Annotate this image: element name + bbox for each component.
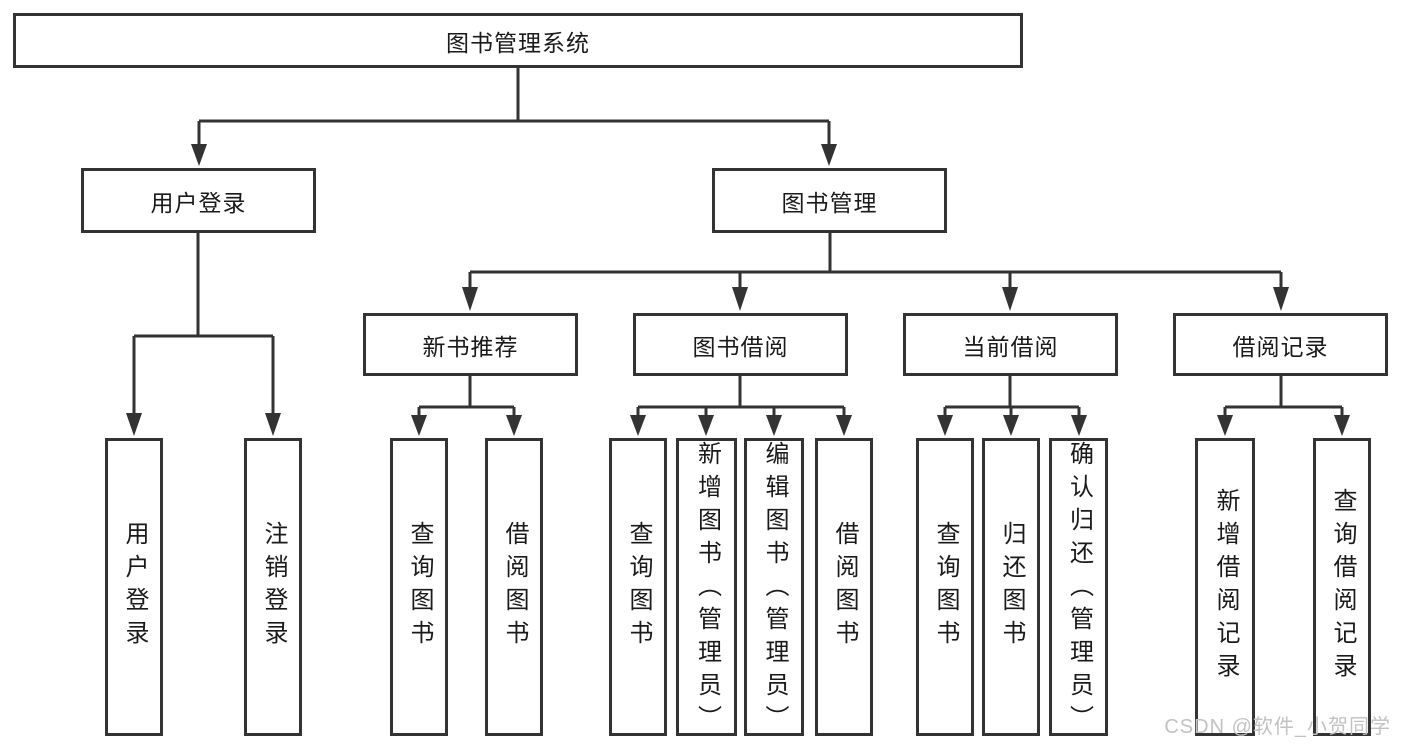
node-user-login-module: 用户登录 — [81, 168, 316, 233]
leaf-confirm-return-admin: 确认归还（管理员） — [1049, 438, 1108, 738]
leaf-query-books-borrowing: 查询图书 — [609, 438, 667, 736]
leaf-borrow-books-recommend: 借阅图书 — [485, 438, 543, 736]
leaf-user-login: 用户登录 — [105, 438, 163, 736]
node-root-system: 图书管理系统 — [13, 13, 1023, 68]
csdn-watermark: CSDN @软件_小贺同学 — [1164, 716, 1391, 738]
node-book-management-module: 图书管理 — [712, 168, 947, 233]
node-borrowing-records: 借阅记录 — [1173, 313, 1388, 376]
leaf-query-books-current: 查询图书 — [916, 438, 974, 736]
node-current-borrowing: 当前借阅 — [903, 313, 1118, 376]
leaf-query-borrow-record: 查询借阅记录 — [1313, 438, 1371, 736]
leaf-add-borrow-record: 新增借阅记录 — [1195, 438, 1255, 736]
leaf-add-book-admin: 新增图书（管理员） — [676, 438, 737, 738]
leaf-borrow-books-borrowing: 借阅图书 — [815, 438, 873, 736]
leaf-logout: 注销登录 — [244, 438, 302, 736]
leaf-edit-book-admin: 编辑图书（管理员） — [744, 438, 804, 738]
leaf-query-books-recommend: 查询图书 — [390, 438, 448, 736]
leaf-return-book: 归还图书 — [982, 438, 1040, 736]
node-book-borrowing: 图书借阅 — [633, 313, 848, 376]
node-new-book-recommend: 新书推荐 — [363, 313, 578, 376]
